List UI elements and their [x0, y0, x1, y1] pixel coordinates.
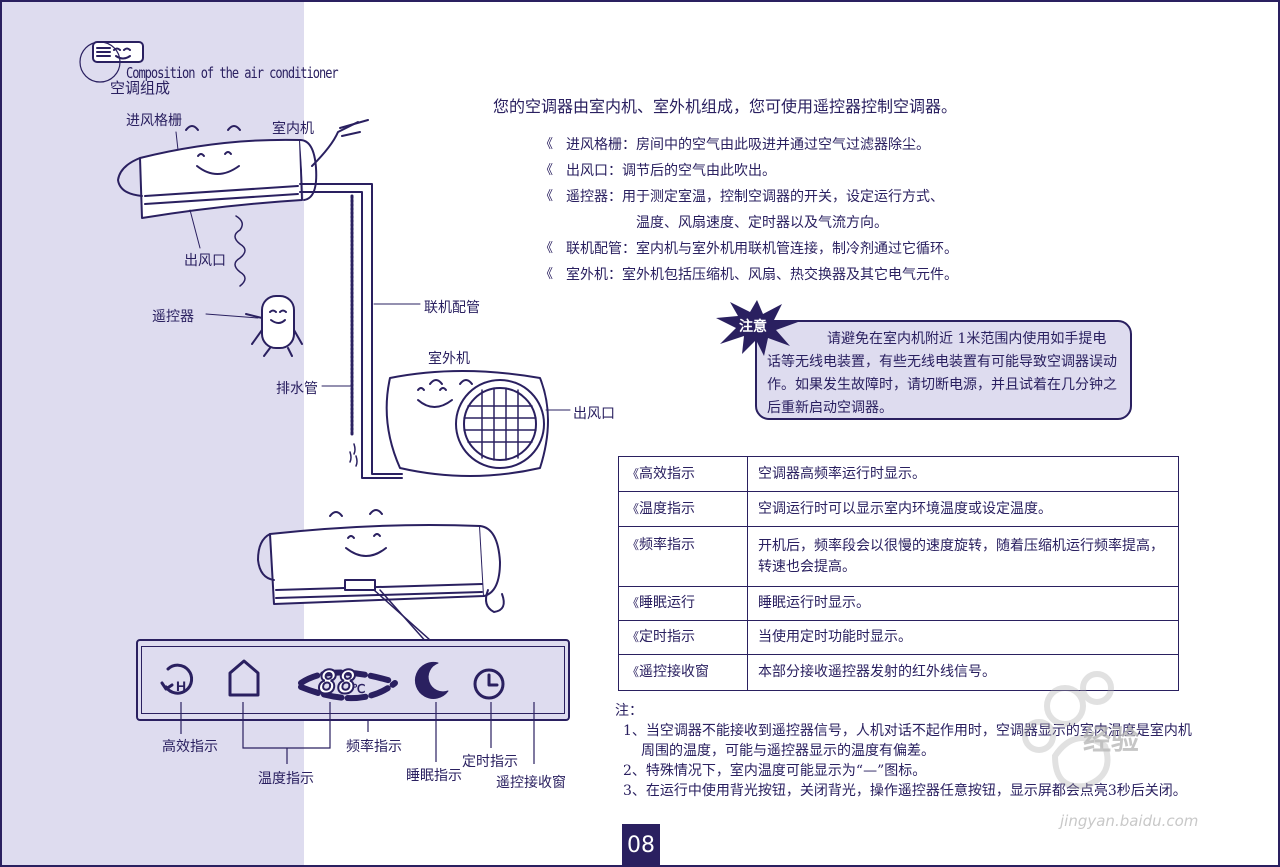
table-row: 《睡眠运行睡眠运行时显示。 [618, 586, 1179, 621]
watermark-url: jingyan.baidu.com [1060, 812, 1199, 830]
list-item: 《室外机：室外机包括压缩机、风扇、热交换器及其它电气元件。 [540, 262, 1100, 288]
callout-timer: 定时指示 [462, 754, 518, 770]
outdoor-unit-drawing [385, 370, 571, 477]
list-item: 《遥控器：用于测定室温，控制空调器的开关，设定运行方式、温度、风扇速度、定时器以… [540, 184, 1100, 236]
list-item: 《出风口：调节后的空气由此吹出。 [540, 158, 1100, 184]
bullet-marker-icon: 《 [627, 630, 639, 644]
intro-text: 您的空调器由室内机、室外机组成，您可使用遥控器控制空调器。 [493, 97, 958, 116]
section-header-icon [79, 41, 144, 83]
callout-receiver: 遥控接收窗 [496, 775, 566, 791]
callout-temperature: 温度指示 [258, 771, 314, 787]
list-item: 《进风格栅：房间中的空气由此吸进并通过空气过滤器除尘。 [540, 132, 1100, 158]
notice-box: 请避免在室内机附近 1米范围内使用如手提电话等无线电装置，有些无线电装置有可能导… [755, 320, 1132, 420]
display-panel [136, 639, 570, 721]
bullet-marker-icon: 《 [540, 189, 553, 204]
notes-section: 注： 1、当空调器不能接收到遥控器信号，人机对话不起作用时，空调器显示的室内温度… [615, 701, 1195, 801]
table-row: 《高效指示空调器高频率运行时显示。 [618, 456, 1179, 492]
note-item: 1、当空调器不能接收到遥控器信号，人机对话不起作用时，空调器显示的室内温度是室内… [623, 723, 1192, 759]
table-row: 《温度指示空调运行时可以显示室内环境温度或设定温度。 [618, 491, 1179, 527]
label-connecting-pipe: 联机配管 [424, 300, 480, 316]
table-row: 《遥控接收窗本部分接收遥控器发射的红外线信号。 [618, 654, 1179, 691]
indoor-unit-drawing [117, 119, 369, 287]
notice-label: 注意 [739, 319, 767, 335]
bullet-marker-icon: 《 [627, 596, 639, 610]
high-efficiency-icon [160, 663, 194, 695]
label-outlet-outdoor: 出风口 [573, 406, 615, 422]
callout-sleep: 睡眠指示 [406, 768, 462, 784]
display-panel-inner [141, 646, 565, 714]
label-drain-pipe: 排水管 [276, 381, 318, 397]
page-number: 08 [622, 824, 660, 867]
notes-title: 注： [615, 703, 643, 719]
bullet-marker-icon: 《 [627, 665, 639, 679]
indoor-unit-bottom-drawing [257, 509, 505, 645]
display-digits: 88 [318, 663, 357, 701]
frequency-segment-icon [298, 669, 394, 686]
bullet-marker-icon: 《 [627, 501, 639, 516]
notice-starburst-icon [716, 300, 798, 356]
table-row: 《定时指示当使用定时功能时显示。 [618, 620, 1179, 655]
paw-logo-icon [1022, 671, 1114, 790]
home-icon [228, 659, 260, 697]
watermark-text: 经验 [1083, 723, 1140, 756]
label-indoor-unit: 室内机 [272, 121, 314, 137]
svg-text:H: H [176, 678, 186, 694]
display-panel-icons: H 88 ℃ [160, 659, 505, 702]
bullet-marker-icon: 《 [540, 163, 553, 178]
remote-drawing [245, 295, 303, 357]
label-remote: 遥控器 [152, 309, 194, 325]
component-list: 《进风格栅：房间中的空气由此吸进并通过空气过滤器除尘。 《出风口：调节后的空气由… [540, 132, 1100, 288]
list-item: 《联机配管：室内机与室外机用联机管连接，制冷剂通过它循环。 [540, 236, 1100, 262]
bullet-marker-icon: 《 [540, 267, 553, 282]
section-title: 空调组成 [110, 79, 171, 97]
bullet-marker-icon: 《 [627, 466, 639, 481]
section-title-english: Composition of the air conditioner [126, 64, 339, 82]
label-outlet-indoor: 出风口 [184, 253, 226, 269]
bullet-marker-icon: 《 [627, 538, 639, 552]
display-unit: ℃ [352, 682, 365, 696]
table-row: 《频率指示开机后，频率段会以很慢的速度旋转，随着压缩机运行频率提高，转速也会提高… [618, 526, 1179, 587]
clock-icon [473, 668, 505, 700]
callout-frequency: 频率指示 [346, 739, 402, 755]
connecting-pipe-line [299, 183, 403, 475]
indicator-table: 《高效指示空调器高频率运行时显示。 《温度指示空调运行时可以显示室内环境温度或设… [618, 456, 1179, 691]
label-intake-grille: 进风格栅 [126, 113, 182, 129]
bullet-marker-icon: 《 [540, 241, 553, 256]
label-outdoor-unit: 室外机 [428, 351, 470, 367]
note-item: 2、特殊情况下，室内温度可能显示为“—”图标。 [623, 763, 927, 779]
panel-callout-lines [180, 702, 535, 764]
callout-high-efficiency: 高效指示 [162, 739, 218, 755]
bullet-marker-icon: 《 [540, 137, 553, 152]
note-item: 3、在运行中使用背光按钮，关闭背光，操作遥控器任意按钮，显示屏都会点亮3秒后关闭… [623, 783, 1187, 799]
moon-icon [414, 661, 449, 699]
